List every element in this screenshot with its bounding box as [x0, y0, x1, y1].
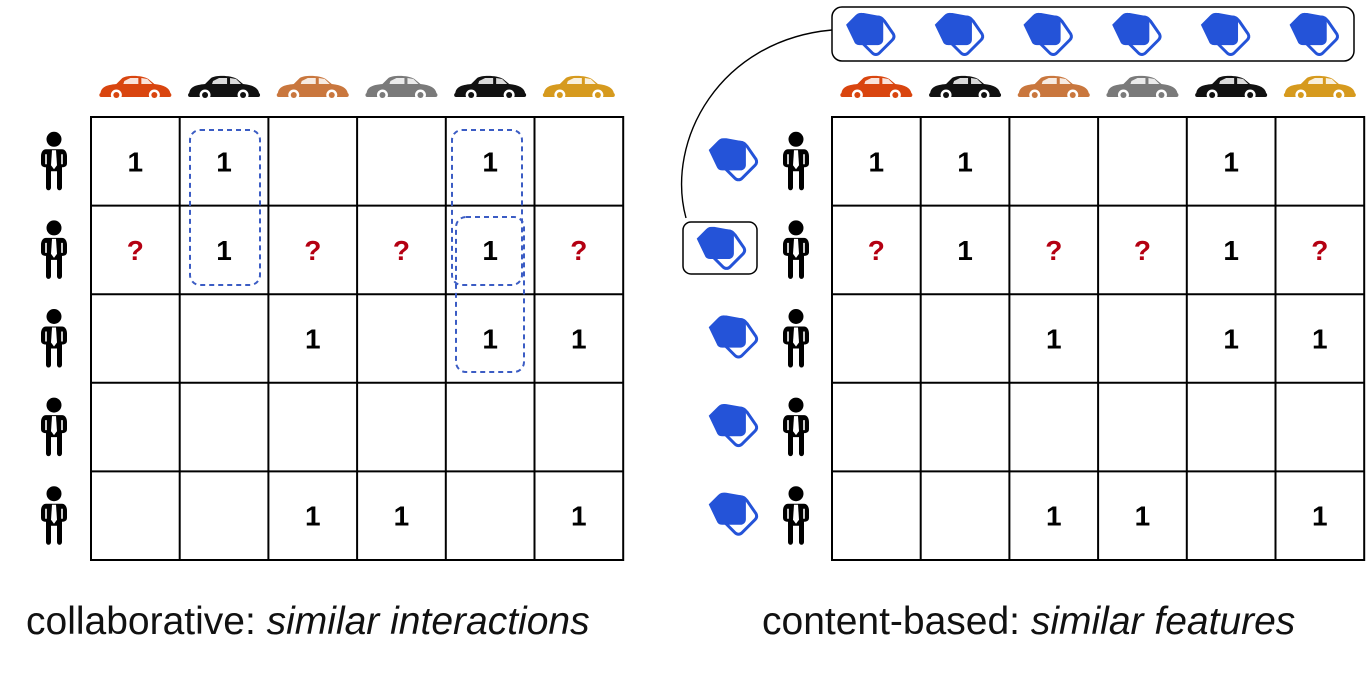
right-cell-2-1: ? [868, 235, 885, 266]
user-tag-icon-5 [703, 482, 759, 538]
left-cell-2-2: 1 [216, 235, 232, 266]
right-cell-2-4: ? [1134, 235, 1151, 266]
right-cell-2-3: ? [1045, 235, 1062, 266]
right-cell-1-5: 1 [1223, 146, 1239, 177]
user-tag-icon-1 [703, 127, 759, 183]
caption-collaborative: collaborative: similar interactions [26, 600, 590, 644]
content-based-panel: 1 1 1? 1?? 1? 1 1 1 1 1 1 [681, 2, 1366, 561]
left-cell-2-5: 1 [482, 235, 498, 266]
left-person-icon-5 [40, 485, 68, 546]
right-person-icon-5 [782, 485, 810, 546]
left-cell-2-1: ? [127, 235, 144, 266]
right-cell-3-5: 1 [1223, 324, 1239, 355]
caption-content-based: content-based: similar features [762, 600, 1295, 644]
right-cell-5-6: 1 [1312, 501, 1328, 532]
left-car-icon-2 [188, 75, 261, 101]
right-cell-2-6: ? [1311, 235, 1328, 266]
left-cell-1-5: 1 [482, 146, 498, 177]
caption-content-prefix: content-based: [762, 600, 1031, 643]
right-car-icon-1 [840, 75, 913, 101]
right-cell-2-5: 1 [1223, 235, 1239, 266]
left-cell-2-6: ? [570, 235, 587, 266]
collaborative-panel: 1 1 1? 1?? 1? 1 1 1 1 1 1 [40, 75, 625, 561]
left-cell-1-2: 1 [216, 146, 232, 177]
left-car-icon-5 [454, 75, 527, 101]
right-person-icon-1 [782, 131, 810, 192]
user-tag-icon-3 [703, 304, 759, 361]
left-car-icon-4 [365, 75, 438, 101]
left-car-icon-1 [99, 75, 172, 101]
left-person-icon-3 [40, 308, 68, 369]
right-cell-1-2: 1 [957, 146, 973, 177]
right-car-icon-4 [1106, 75, 1179, 101]
user-tag-icon-4 [703, 393, 759, 449]
feature-connector-arc [681, 29, 833, 219]
right-cell-3-3: 1 [1046, 324, 1062, 355]
similar-interaction-highlight-3 [455, 216, 525, 373]
caption-content-emph: similar features [1030, 600, 1296, 643]
left-cell-1-1: 1 [128, 146, 144, 177]
left-cell-5-6: 1 [571, 501, 587, 532]
right-cell-3-6: 1 [1312, 324, 1328, 355]
caption-collaborative-emph: similar interactions [266, 600, 590, 643]
right-cell-1-1: 1 [869, 146, 885, 177]
left-car-icon-6 [542, 75, 615, 101]
left-car-icon-3 [276, 75, 349, 101]
right-car-icon-3 [1017, 75, 1090, 101]
left-person-icon-1 [40, 131, 68, 192]
right-cell-2-2: 1 [957, 235, 973, 266]
right-cell-5-3: 1 [1046, 501, 1062, 532]
left-cell-5-3: 1 [305, 501, 321, 532]
left-cell-3-3: 1 [305, 324, 321, 355]
left-person-icon-4 [40, 396, 68, 457]
right-car-icon-5 [1195, 75, 1268, 101]
left-cell-2-3: ? [304, 235, 321, 266]
right-person-icon-3 [782, 308, 810, 369]
caption-collaborative-prefix: collaborative: [26, 600, 267, 643]
left-cell-3-6: 1 [571, 324, 587, 355]
left-cell-2-4: ? [393, 235, 410, 266]
left-person-icon-2 [40, 219, 68, 280]
right-car-icon-2 [929, 75, 1002, 101]
item-features-box [831, 6, 1355, 62]
right-person-icon-2 [782, 219, 810, 280]
left-cell-3-5: 1 [482, 324, 498, 355]
right-person-icon-4 [782, 396, 810, 457]
right-car-icon-6 [1283, 75, 1356, 101]
right-cell-5-4: 1 [1135, 501, 1151, 532]
left-cell-5-4: 1 [394, 501, 410, 532]
